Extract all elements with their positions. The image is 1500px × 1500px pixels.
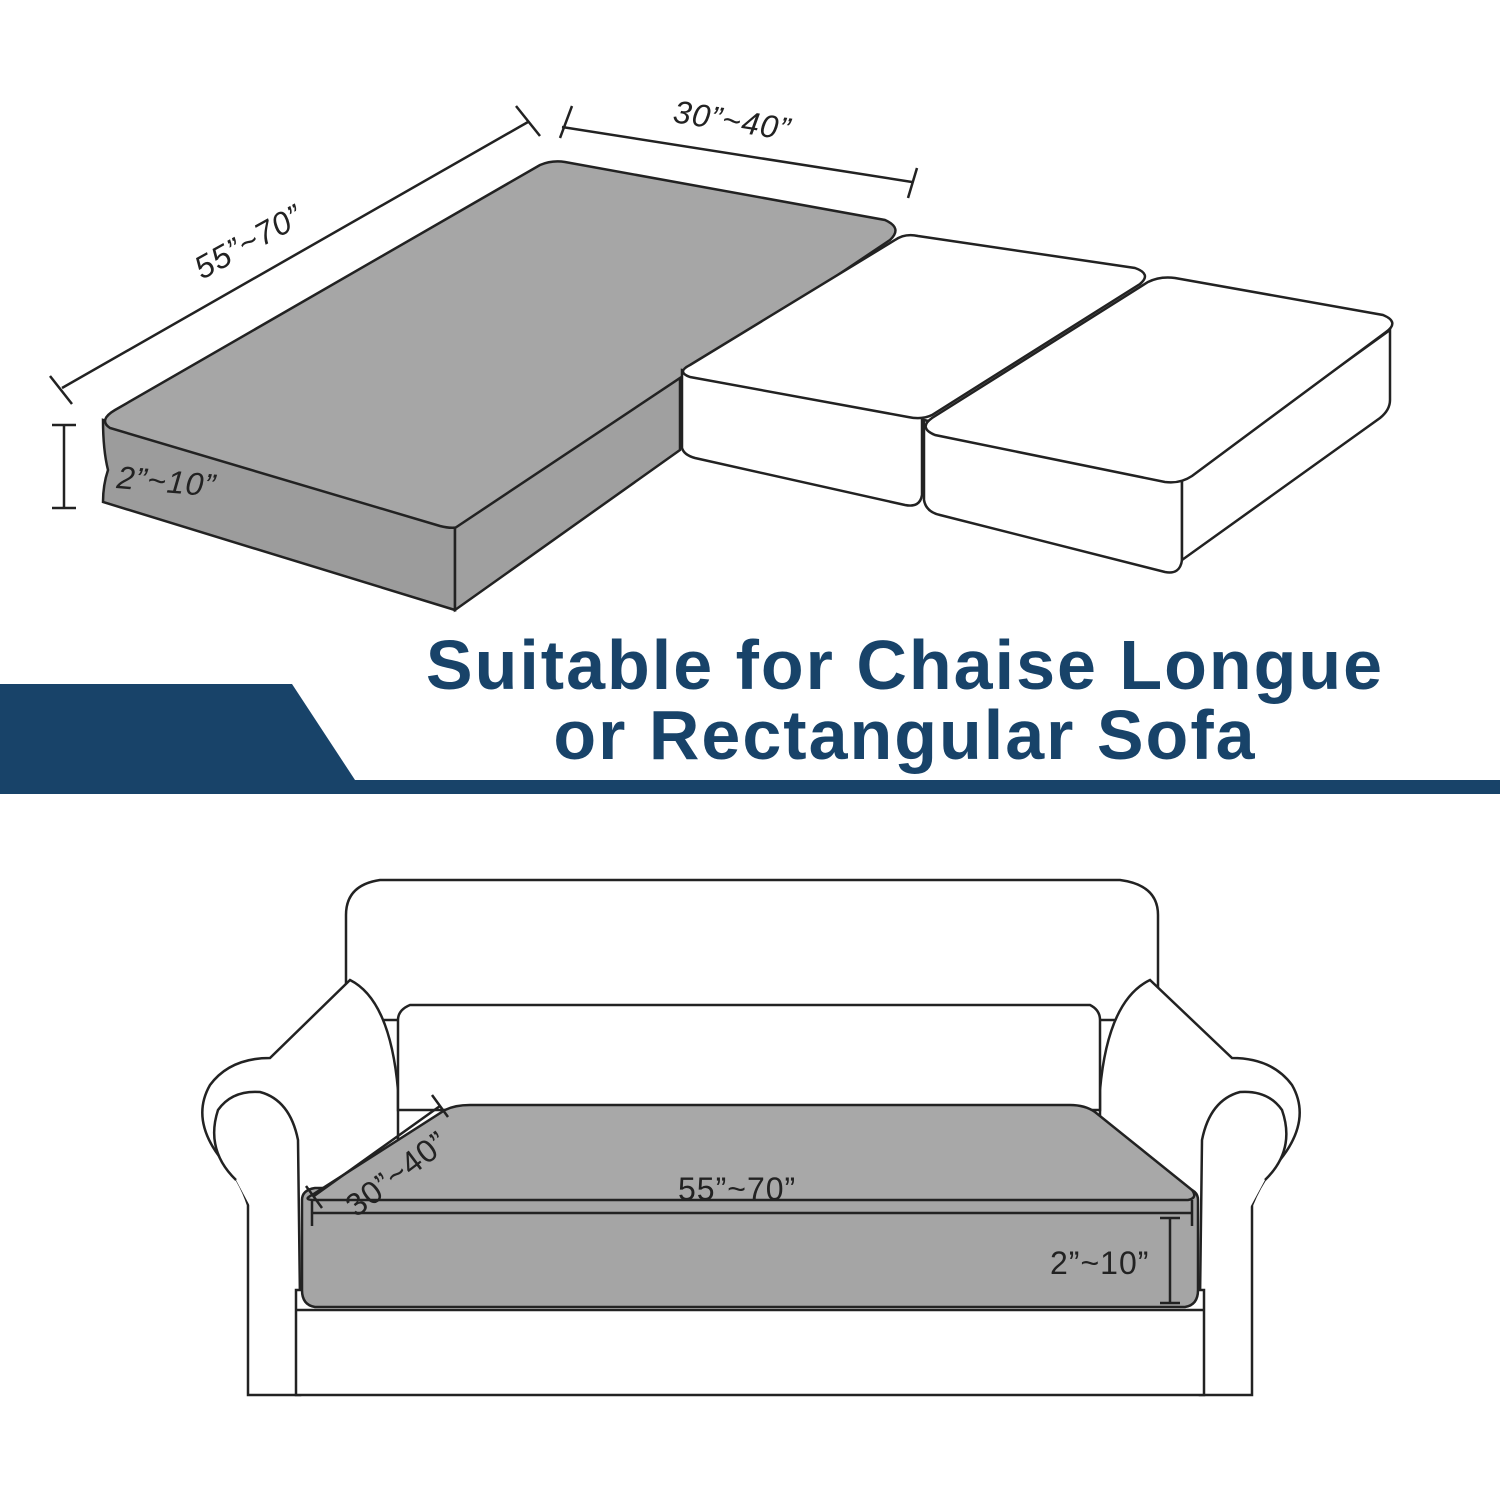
sofa-left-arm-scroll — [212, 1090, 302, 1301]
chaise-cushion-set: 55”~70” 30”~40” 2”~10” — [49, 93, 1394, 613]
headline: Suitable for Chaise Longue or Rectangula… — [300, 630, 1500, 770]
sofa-depth-dimension-line — [304, 1094, 450, 1209]
chaise-length-label: 55”~70” — [188, 197, 309, 286]
chaise-depth-dimension-line — [558, 105, 919, 199]
sofa-inner-back — [396, 1003, 1102, 1112]
sofa-height-dimension-line — [1160, 1216, 1180, 1305]
chaise-height-label: 2”~10” — [114, 459, 217, 504]
sofa-length-dimension-line — [310, 1200, 1194, 1226]
sofa-illustration — [201, 878, 1301, 1397]
sofa-cushion-top — [306, 1103, 1196, 1202]
headline-line-1: Suitable for Chaise Longue — [425, 626, 1385, 704]
sofa-seat-cushion: 55”~70” 30”~40” 2”~10” — [300, 1094, 1200, 1309]
sofa-height-label: 2”~10” — [1050, 1245, 1149, 1281]
sofa-length-label: 55”~70” — [678, 1171, 796, 1207]
sofa-cushion-front — [300, 1186, 1200, 1309]
headline-line-2: or Rectangular Sofa — [553, 696, 1257, 774]
chaise-cushion-front — [453, 375, 682, 613]
chaise-length-dimension-line — [49, 105, 541, 405]
sofa-right-arm-scroll — [1198, 1090, 1288, 1301]
headline-banner — [0, 684, 1500, 794]
chaise-depth-label: 30”~40” — [671, 93, 794, 147]
chaise-height-dimension-line — [52, 423, 76, 510]
chaise-cushion-top — [103, 160, 897, 529]
sofa-back — [344, 878, 1160, 1022]
chaise-cushion-side — [101, 418, 457, 612]
white-cushion-right — [922, 276, 1394, 574]
white-cushion-middle — [680, 233, 1147, 507]
